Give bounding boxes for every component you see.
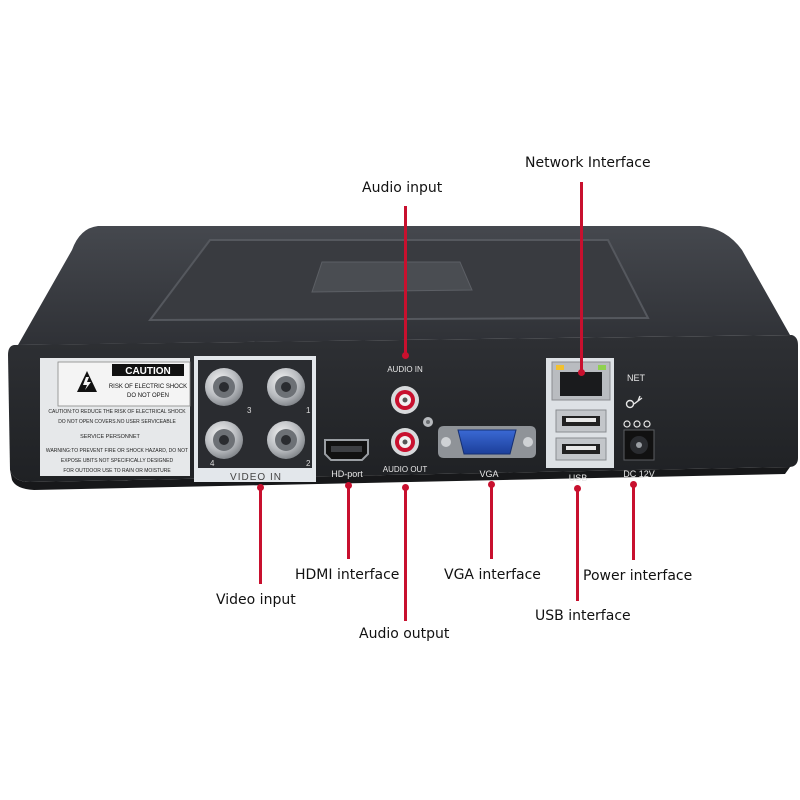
bnc-connector-2 [267, 421, 305, 459]
callout-hdmi-interface: HDMI interface [295, 567, 400, 583]
leader-dot-power [629, 480, 637, 488]
bnc-number-3: 3 [247, 406, 252, 415]
callout-vga-interface: VGA interface [444, 567, 541, 583]
leader-usb [576, 488, 579, 601]
leader-power [632, 484, 635, 560]
vga-label: VGA [479, 469, 498, 479]
caution-text2: DO NOT OPEN COVERS.NO USER SERVICEABLE [58, 419, 176, 425]
callout-power-interface: Power interface [583, 568, 693, 584]
usb-port-1 [555, 409, 607, 433]
audio-out-label: AUDIO OUT [383, 465, 428, 474]
audio-in-label: AUDIO IN [387, 365, 423, 374]
usb-port-2 [555, 437, 607, 461]
bnc-number-1: 1 [306, 406, 311, 415]
leader-dot-network [577, 368, 585, 376]
ethernet-port [551, 361, 611, 401]
caution-title: CAUTION [125, 366, 171, 377]
dc-power-jack [623, 429, 655, 461]
callout-audio-input: Audio input [362, 180, 443, 196]
leader-audio-input [404, 206, 407, 354]
screw [423, 417, 433, 427]
leader-hdmi [347, 485, 350, 559]
audio-in-jack [391, 386, 419, 414]
caution-text1: CAUTION:TO REDUCE THE RISK OF ELECTRICAL… [48, 409, 186, 415]
caution-text6: FOR OUTDOOR USE TO RAIN OR MOISTURE [63, 468, 171, 474]
leader-audio-output [404, 487, 407, 621]
leader-dot-hdmi [344, 481, 352, 489]
caution-text5: EXPOSE UBITS NOT SPECIFICALLY DESIGNED [61, 458, 174, 464]
polarity-icon [623, 420, 651, 428]
ground-icon [625, 395, 643, 409]
chassis-bottom [10, 467, 790, 490]
callout-usb-interface: USB interface [535, 608, 631, 624]
bnc-connector-3 [205, 368, 243, 406]
callout-video-input: Video input [216, 592, 296, 608]
audio-out-jack [391, 428, 419, 456]
caution-text3: SERVICE PERSONNET [80, 434, 140, 440]
dc-label: DC 12V [623, 469, 655, 479]
leader-video-input [259, 487, 262, 584]
net-label: NET [627, 373, 646, 383]
video-in-label: VIDEO IN [230, 472, 282, 483]
leader-dot-audio-output [401, 483, 409, 491]
usb-label: USB [569, 473, 588, 483]
leader-vga [490, 484, 493, 559]
bnc-number-2: 2 [306, 459, 311, 468]
callout-audio-output: Audio output [359, 626, 450, 642]
leader-dot-video-input [256, 483, 264, 491]
caution-text4: WARNING:TO PREVENT FIRE OR SHOCK HAZARD,… [46, 448, 188, 454]
leader-dot-usb [573, 484, 581, 492]
hdmi-label: HD-port [331, 469, 363, 479]
leader-dot-audio-input [401, 351, 409, 359]
hdmi-port [324, 439, 369, 461]
caution-line1: RISK OF ELECTRIC SHOCK [109, 384, 187, 390]
bnc-number-4: 4 [210, 459, 215, 468]
bnc-connector-1 [267, 368, 305, 406]
vga-port [438, 426, 536, 458]
leader-dot-vga [487, 480, 495, 488]
caution-line2: DO NOT OPEN [127, 393, 169, 399]
lid-badge [311, 261, 473, 293]
callout-network-interface: Network Interface [525, 155, 651, 171]
leader-network [580, 182, 583, 372]
bnc-connector-4 [205, 421, 243, 459]
